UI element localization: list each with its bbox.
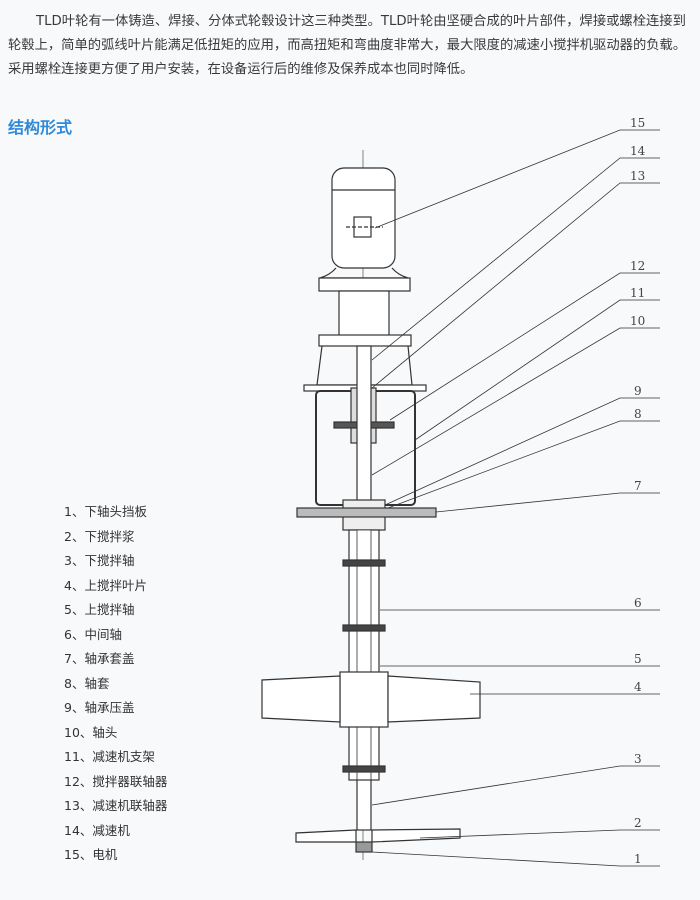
lower-impeller	[295, 828, 461, 853]
legend-item: 1、下轴头挡板	[64, 504, 147, 519]
callout-numbers: 15 14 13 12 11 10 9 8 7 6 5 4 3 2 1	[630, 116, 646, 866]
callout-13: 13	[630, 169, 645, 183]
callout-3: 3	[634, 752, 642, 766]
callout-6: 6	[634, 596, 642, 610]
legend-item: 9、轴承压盖	[64, 700, 135, 715]
legend-item: 5、上搅拌轴	[64, 602, 135, 617]
callout-12: 12	[630, 259, 645, 273]
callout-15: 15	[630, 116, 645, 130]
legend-item: 8、轴套	[64, 675, 110, 691]
callout-10: 10	[630, 314, 645, 328]
callout-14: 14	[630, 144, 646, 158]
callout-leaders	[371, 129, 660, 867]
section-heading: 结构形式	[8, 118, 73, 137]
legend-item: 2、下搅拌浆	[64, 528, 135, 544]
legend-item: 7、轴承套盖	[64, 651, 135, 666]
legend-item: 3、下搅拌轴	[64, 553, 135, 568]
lower-shaft	[356, 779, 372, 831]
legend-item: 12、搅拌器联轴器	[64, 773, 168, 789]
legend-item: 14、减速机	[64, 822, 130, 838]
parts-legend: 1、下轴头挡板 2、下搅拌浆 3、下搅拌轴 4、上搅拌叶片 5、上搅拌轴 6、中…	[64, 500, 167, 868]
legend-item: 13、减速机联轴器	[64, 798, 168, 813]
callout-2: 2	[634, 816, 642, 830]
legend-item: 11、减速机支架	[64, 749, 155, 764]
intro-paragraph: TLD叶轮有一体铸造、焊接、分体式轮毂设计这三种类型。TLD叶轮由坚硬合成的叶片…	[8, 10, 688, 82]
legend-item: 6、中间轴	[64, 626, 122, 642]
intermediate-shaft	[342, 529, 386, 781]
legend-item: 15、电机	[64, 847, 118, 862]
callout-7: 7	[634, 479, 642, 493]
legend-item: 4、上搅拌叶片	[64, 577, 147, 593]
bearing-cover	[296, 507, 437, 518]
legend-item: 10、轴头	[64, 724, 118, 740]
reducer-bracket	[303, 345, 427, 531]
callout-8: 8	[634, 407, 642, 421]
callout-5: 5	[634, 652, 642, 666]
motor	[319, 167, 409, 279]
callout-1: 1	[634, 852, 642, 866]
callout-11: 11	[630, 286, 645, 300]
intro-text: TLD叶轮有一体铸造、焊接、分体式轮毂设计这三种类型。TLD叶轮由坚硬合成的叶片…	[8, 14, 687, 77]
upper-impeller	[261, 671, 481, 728]
callout-4: 4	[634, 680, 642, 694]
callout-9: 9	[634, 384, 642, 398]
